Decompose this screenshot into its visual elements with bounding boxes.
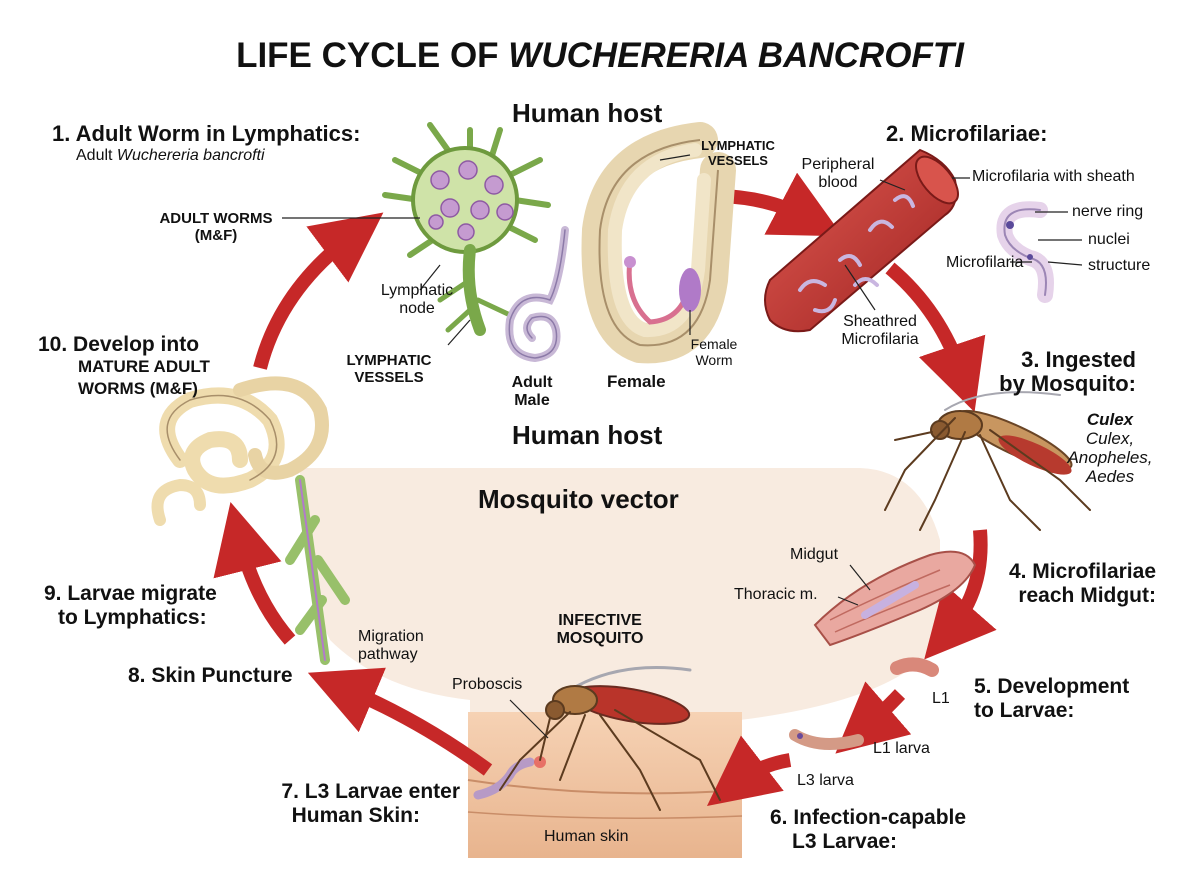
label-l1-larva: L1 larva <box>873 740 930 757</box>
step-2-title: 2. Microfilariae: <box>886 121 1048 146</box>
region-human-host-top: Human host <box>512 98 663 128</box>
microfilaria-structure-diagram <box>996 201 1054 303</box>
arrow-6-to-7 <box>706 735 792 806</box>
label-adult-worms: ADULT WORMS (M&F) <box>159 210 273 244</box>
lymphatic-node-illustration <box>382 122 551 336</box>
step-6-title: 6. Infection-capable L3 Larvae: <box>770 806 967 853</box>
step-3-title: 3. Ingested by Mosquito: <box>999 347 1136 396</box>
region-mosquito-vector: Mosquito vector <box>478 484 679 514</box>
arrow-10-to-1 <box>253 212 384 370</box>
midgut-illustration <box>813 550 977 647</box>
step-4-title: 4. Microfilariae reach Midgut: <box>1008 560 1156 607</box>
arrow-5-to-6 <box>835 681 912 754</box>
label-adult-male: Adult Male <box>511 374 553 409</box>
step-10-title: 10. Develop into MATURE ADULT WORMS (M&F… <box>38 333 210 399</box>
label-l3-larva: L3 larva <box>797 772 854 789</box>
arrow-3-to-4 <box>924 529 997 660</box>
adult-male-worm <box>505 226 569 363</box>
step-9-title: 9. Larvae migrate to Lymphatics: <box>44 582 217 629</box>
leader-lymphatic-vessels-left <box>447 319 471 346</box>
leader-midgut <box>849 564 871 591</box>
step-5-title: 5. Development to Larvae: <box>974 675 1130 722</box>
mosquito-ingesting <box>884 391 1091 531</box>
female-worm-in-vessel <box>581 122 736 364</box>
label-infective-mosquito: INFECTIVE MOSQUITO <box>556 612 644 647</box>
leader-thoracic <box>837 596 859 606</box>
human-skin-block <box>467 712 743 858</box>
label-structure: structure <box>1088 257 1151 274</box>
blood-vessel-illustration <box>764 148 959 333</box>
label-microfilaria: Microfilaria <box>946 254 1024 271</box>
region-human-host-mid: Human host <box>512 420 663 450</box>
page-title: LIFE CYCLE OF WUCHERERIA BANCROFTI <box>0 36 1200 76</box>
step-7-title: 7. L3 Larvae enter Human Skin: <box>281 780 460 827</box>
label-nuclei: nuclei <box>1088 231 1130 248</box>
label-female-worm: Female Worm <box>690 336 738 368</box>
step-1-subtitle: Adult Wuchereria bancrofti <box>76 147 265 164</box>
label-thoracic: Thoracic m. <box>734 586 818 603</box>
arrow-7-to-8 <box>307 667 493 776</box>
leader-lymphatic-vessels-top <box>659 154 691 161</box>
leader-lymphatic-node <box>419 264 441 291</box>
label-midgut: Midgut <box>790 546 839 563</box>
label-human-skin: Human skin <box>544 828 629 845</box>
leader-structure <box>1047 261 1083 266</box>
leader-sheathed <box>844 264 876 311</box>
arrow-1-to-2 <box>721 172 843 237</box>
label-lymphatic-node: Lymphatic node <box>380 282 454 317</box>
label-lymphatic-vessels-top: LYMPHATIC VESSELS <box>701 138 775 168</box>
step-1-title: 1. Adult Worm in Lymphatics: <box>52 121 361 146</box>
title-main: LIFE CYCLE OF <box>236 36 499 75</box>
infective-mosquito <box>499 666 721 811</box>
migration-pathway-illustration <box>285 475 350 665</box>
label-microfilaria-sheath: Microfilaria with sheath <box>972 168 1135 185</box>
label-female: Female <box>607 372 666 391</box>
title-species: WUCHERERIA BANCROFTI <box>508 36 964 75</box>
label-nerve-ring: nerve ring <box>1072 203 1144 220</box>
mosquito-vector-region <box>300 468 940 720</box>
step-8-title: 8. Skin Puncture <box>128 664 293 687</box>
leader-peripheral-blood <box>879 179 906 191</box>
arrow-8-to-9 <box>213 501 296 645</box>
arrow-2-to-3 <box>885 262 986 413</box>
label-lymphatic-vessels-left: LYMPHATIC VESSELS <box>346 352 432 386</box>
label-l1: L1 <box>932 690 950 707</box>
leader-proboscis <box>509 699 549 739</box>
label-mosquito-genera: Culex Culex, Anopheles, Aedes <box>1067 410 1153 486</box>
label-proboscis: Proboscis <box>452 676 523 693</box>
larvae-illustration <box>789 657 939 750</box>
label-peripheral-blood: Peripheral blood <box>801 156 875 191</box>
mature-adult-worms <box>151 376 329 526</box>
label-sheathed-microfilaria: Sheathred Microfilaria <box>841 313 919 348</box>
label-migration-pathway: Migration pathway <box>358 628 424 663</box>
